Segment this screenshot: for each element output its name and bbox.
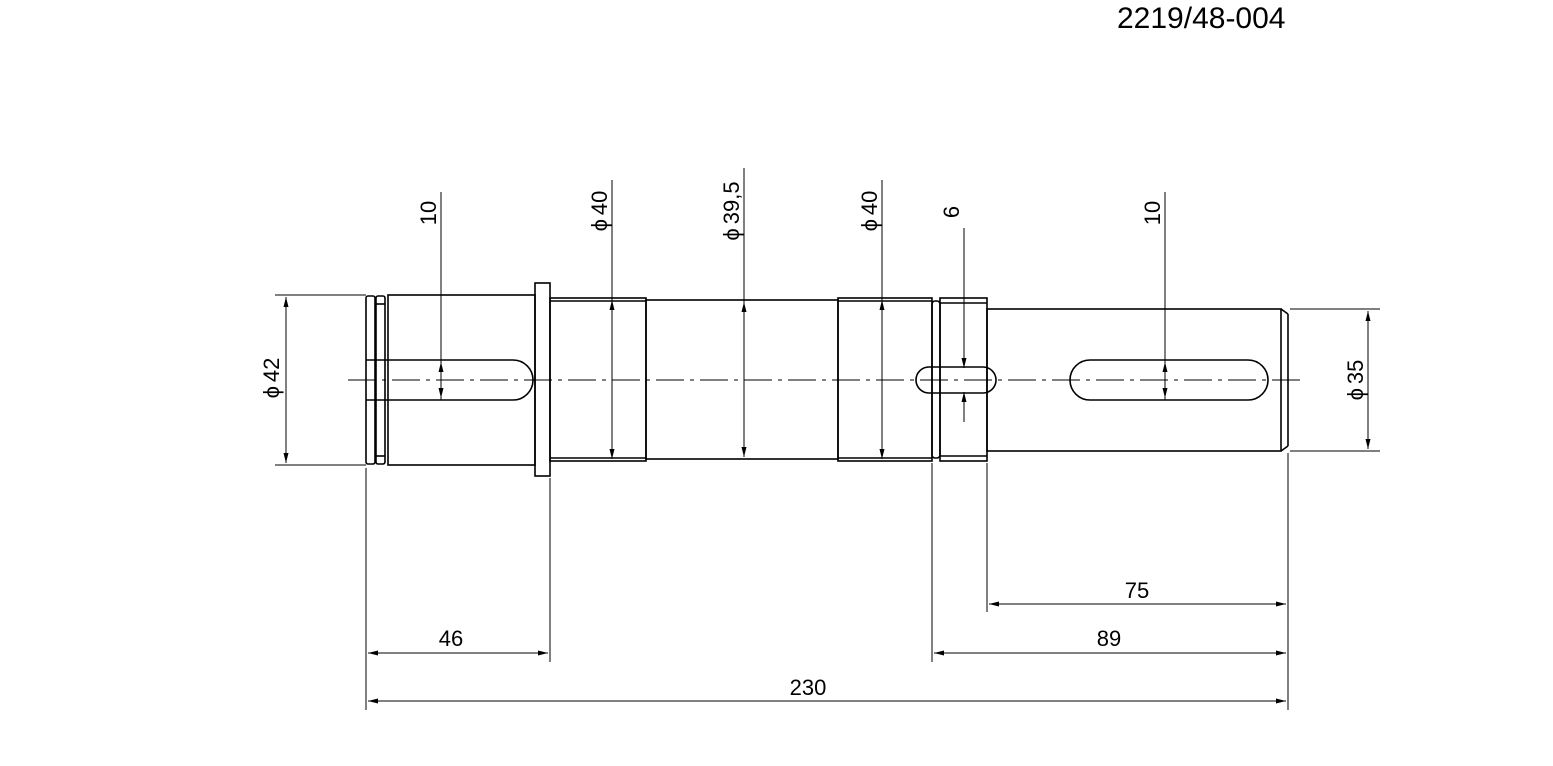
dim-len-230: 230 (790, 675, 827, 700)
dim-len-89: 89 (1097, 626, 1121, 651)
dimension-lines (283, 168, 1371, 704)
shaft-outline (365, 282, 1289, 477)
drawing-number: 2219/48-004 (1117, 2, 1286, 35)
dim-groove-6: 6 (939, 206, 964, 218)
groove-key (915, 366, 997, 394)
dim-len-75: 75 (1125, 578, 1149, 603)
dim-dia-39-5: ϕ39,5 (719, 181, 744, 240)
dim-dia-40-left: ϕ40 (587, 191, 612, 232)
dim-len-46: 46 (439, 626, 463, 651)
dimension-texts: ϕ42 10 ϕ40 ϕ39,5 ϕ40 6 10 ϕ35 75 46 89 2… (259, 181, 1368, 700)
dim-key-right-10: 10 (1140, 201, 1165, 225)
keyway-right (1069, 359, 1269, 401)
keyway-left (366, 359, 534, 401)
dim-key-left-10: 10 (416, 201, 441, 225)
dim-dia-35: ϕ35 (1343, 360, 1368, 401)
extension-lines (275, 294, 1380, 710)
dim-dia-42: ϕ42 (259, 358, 284, 399)
dim-dia-40-right: ϕ40 (857, 191, 882, 232)
